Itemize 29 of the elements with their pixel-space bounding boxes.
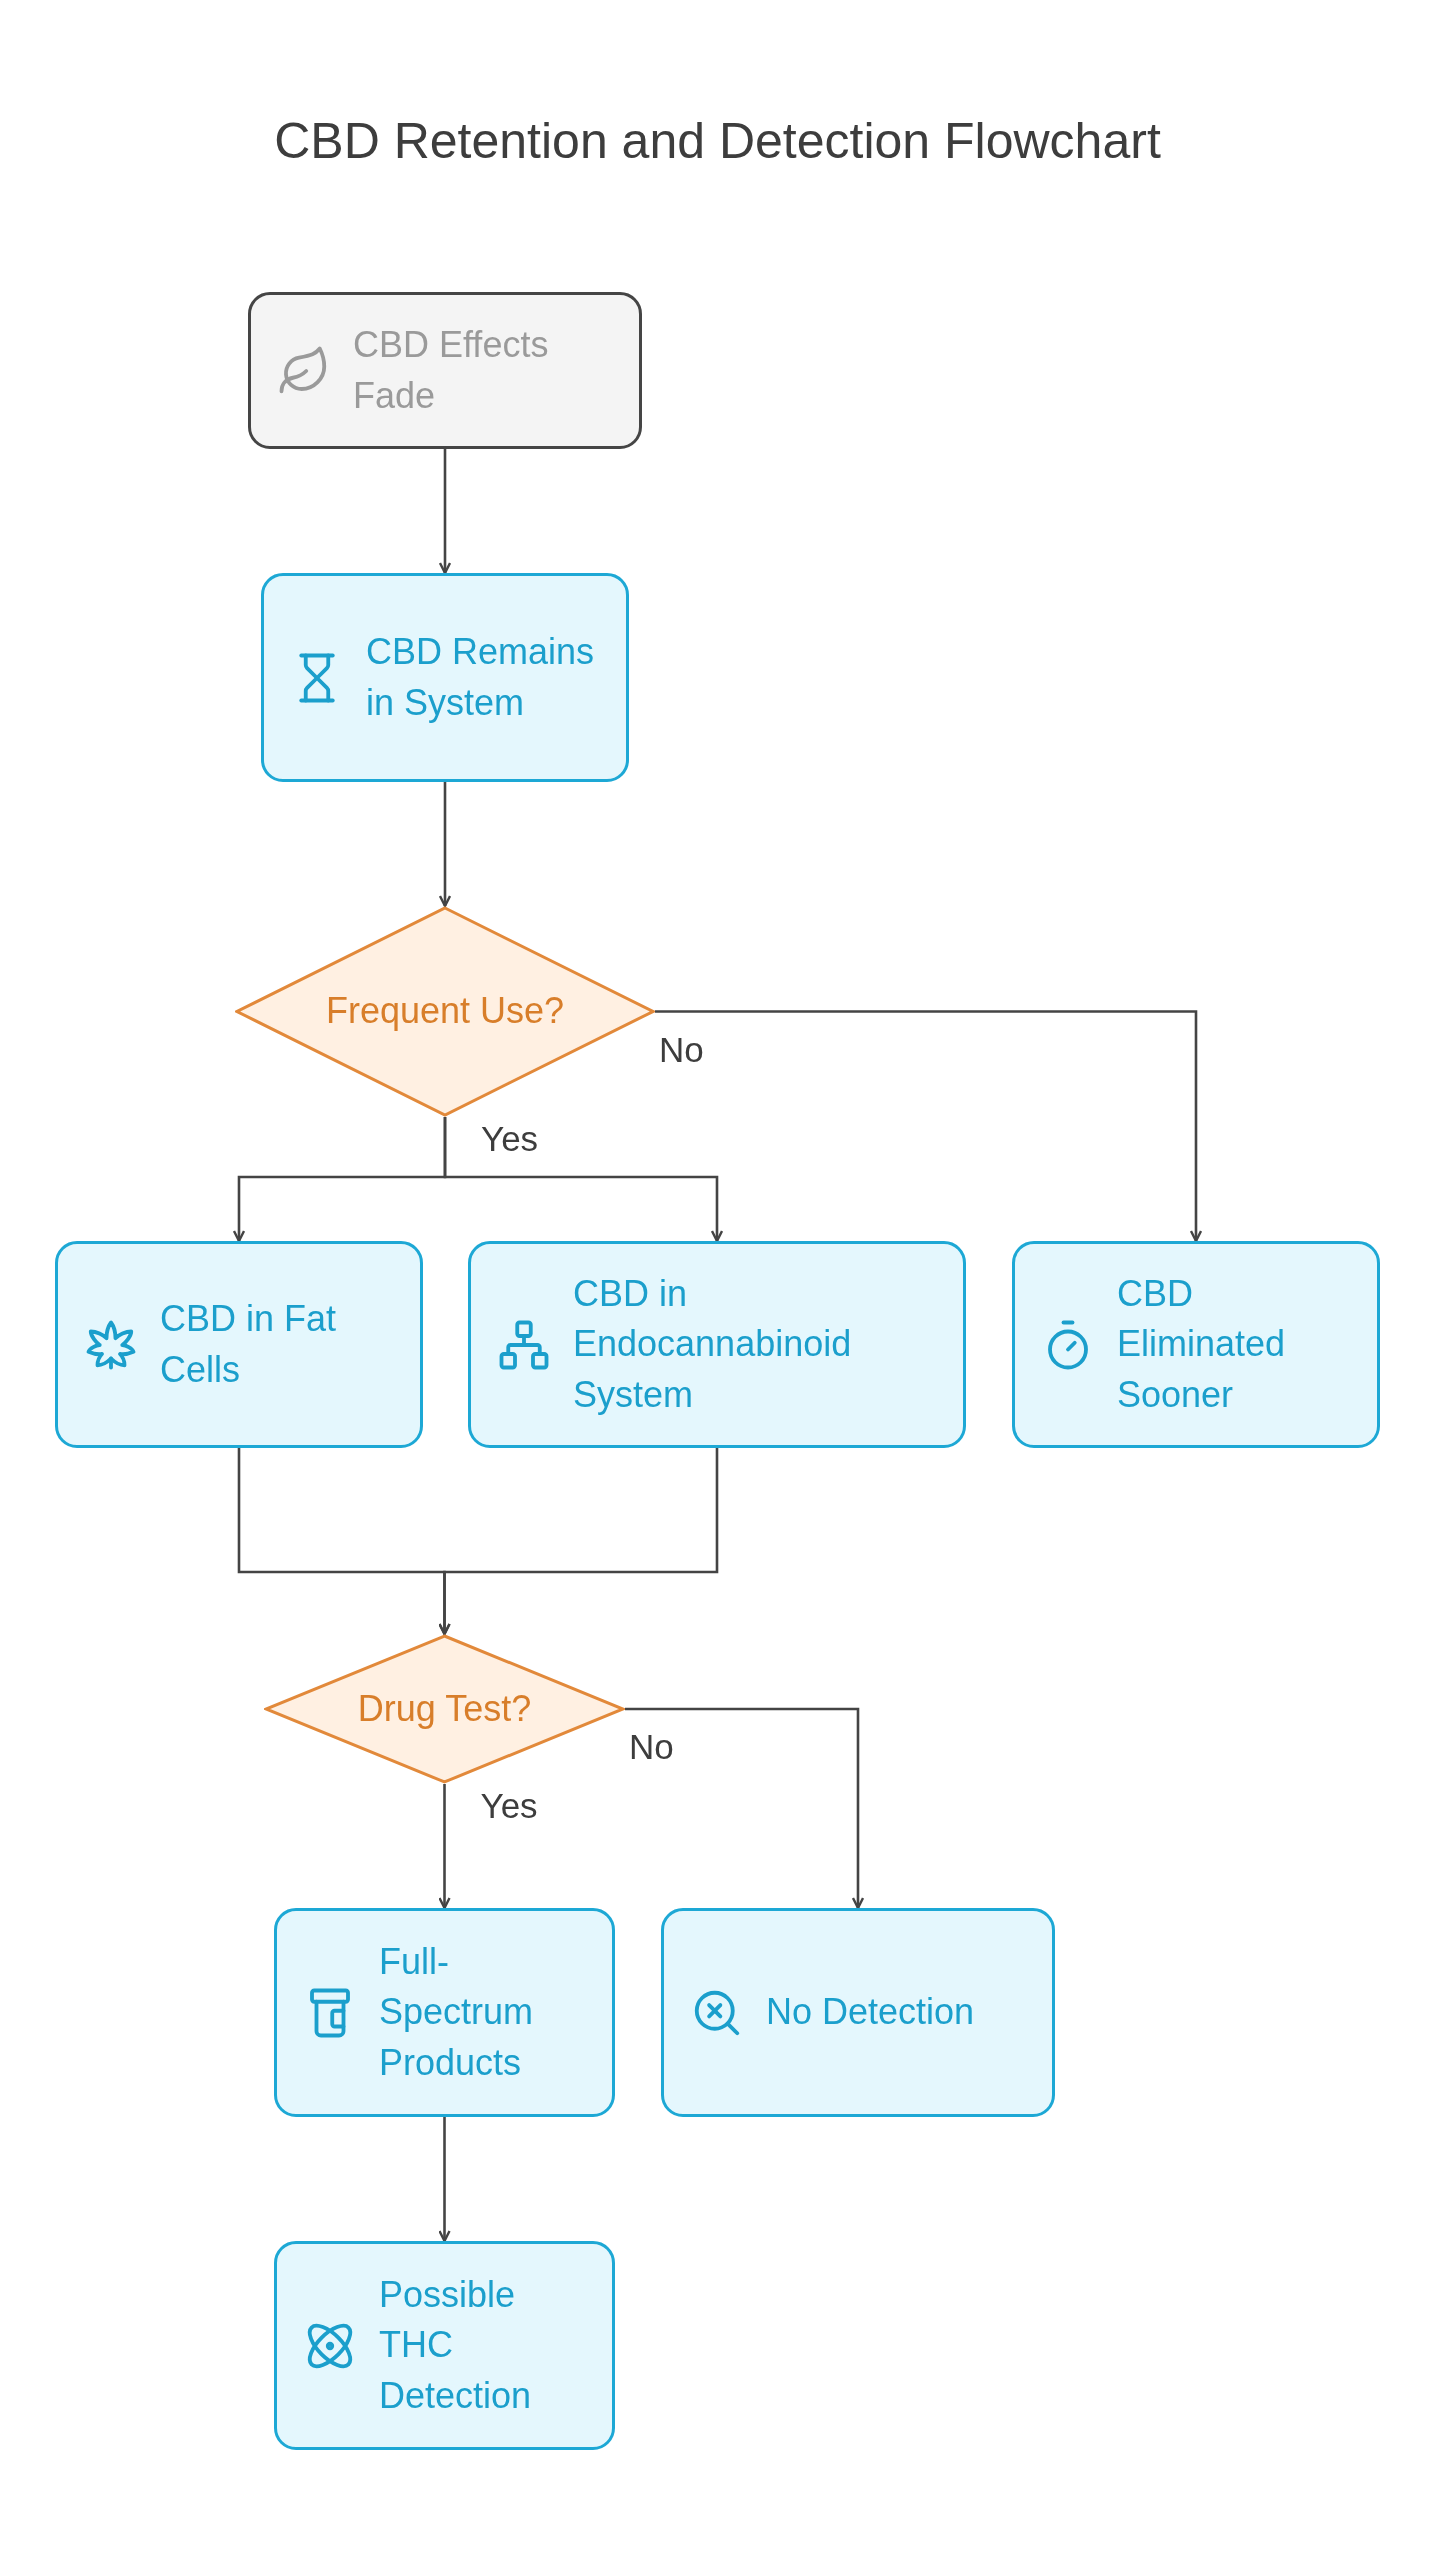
decision-diamond [235,906,655,1117]
arrow [625,1707,865,1910]
process-box [274,2241,615,2450]
arrow [438,1448,719,1636]
node-label: Possible THC Detection [379,2272,533,2418]
node-label: No Detection [766,1990,976,2035]
process-box [468,1241,966,1448]
process-box [1012,1241,1380,1448]
node-label: Drug Test? [356,1686,533,1731]
node-label: CBD in Fat Cells [160,1297,338,1392]
diagram-title: CBD Retention and Detection Flowchart [273,112,1162,170]
node-label: CBD Effects Fade [353,323,550,418]
process-box [261,573,629,782]
arrow [438,1784,451,1910]
node-label: Frequent Use? [324,989,566,1034]
arrow [438,2117,451,2243]
arrow [655,1010,1203,1243]
process-box [661,1908,1055,2117]
process-box [248,292,642,449]
node-label: Full-Spectrum Products [379,1939,535,2085]
node-label: CBD Eliminated Sooner [1117,1271,1287,1417]
arrow [438,449,452,575]
process-box [274,1908,615,2117]
decision-diamond [264,1634,625,1784]
process-box [55,1241,423,1448]
arrow [438,782,452,908]
node-label: CBD in Endocannabinoid System [573,1271,853,1417]
arrow [443,1117,724,1243]
node-label: CBD Remains in System [366,630,596,725]
